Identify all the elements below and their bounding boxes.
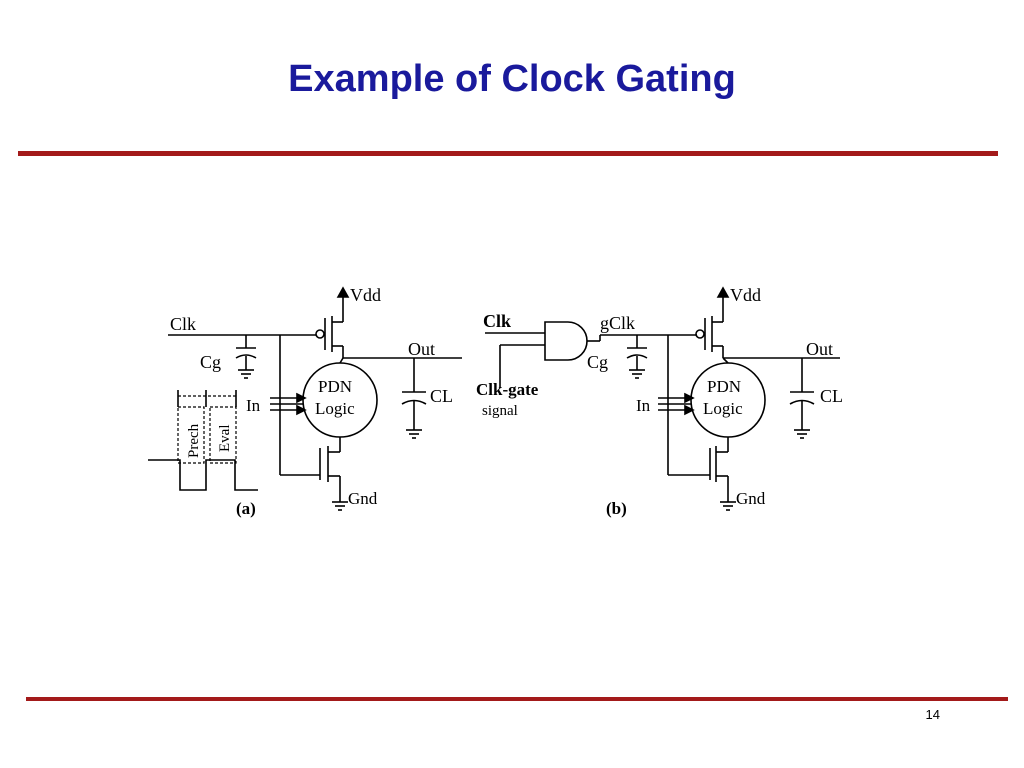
prech-label: Prech	[186, 423, 202, 458]
footer-divider	[26, 697, 1008, 701]
page-number: 14	[925, 707, 940, 722]
slide-title: Example of Clock Gating	[288, 58, 736, 100]
vdd-label-b: Vdd	[730, 285, 761, 305]
clk-label-b: Clk	[483, 311, 511, 331]
clk-gate-label: Clk-gate	[476, 380, 539, 399]
title-divider	[18, 151, 998, 156]
circuit-b	[485, 286, 840, 511]
clk-label-a: Clk	[170, 314, 196, 334]
clock-gating-diagram: Vdd Clk Cg In PDN Logic Out CL Gnd (a) P…	[148, 285, 843, 518]
pdn-label-a: PDN	[318, 377, 352, 396]
out-label-b: Out	[806, 339, 833, 359]
gnd-label-a: Gnd	[348, 489, 378, 508]
out-label-a: Out	[408, 339, 435, 359]
vdd-label-a: Vdd	[350, 285, 381, 305]
logic-label-a: Logic	[315, 399, 355, 418]
cl-label-b: CL	[820, 386, 843, 406]
in-label-b: In	[636, 396, 651, 415]
signal-label: signal	[482, 403, 518, 419]
eval-label: Eval	[217, 425, 233, 453]
cg-label-b: Cg	[587, 352, 608, 372]
caption-a: (a)	[236, 499, 256, 518]
pdn-label-b: PDN	[707, 377, 741, 396]
logic-label-b: Logic	[703, 399, 743, 418]
gclk-label: gClk	[600, 313, 635, 333]
caption-b: (b)	[606, 499, 627, 518]
cg-label-a: Cg	[200, 352, 221, 372]
gnd-label-b: Gnd	[736, 489, 766, 508]
cl-label-a: CL	[430, 386, 453, 406]
circuit-a	[148, 286, 462, 511]
in-label-a: In	[246, 396, 261, 415]
